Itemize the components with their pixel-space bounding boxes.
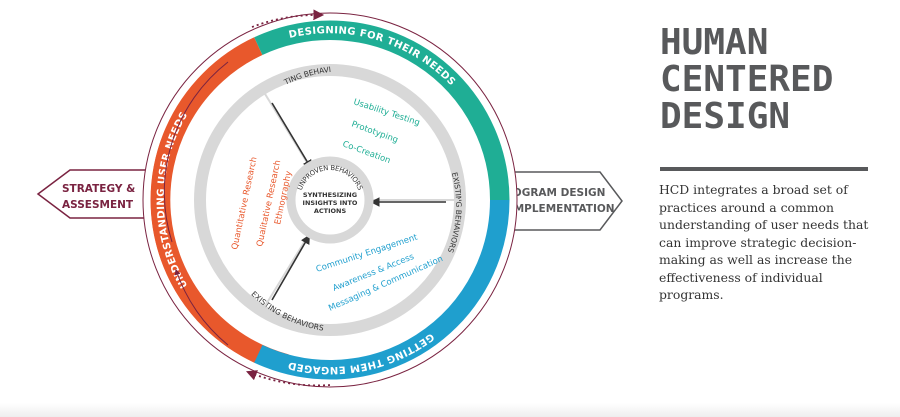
ring-arc-designing [253,19,510,201]
title-divider [660,167,868,171]
center-line-3: ACTIONS [314,207,347,215]
center-line-1: SYNTHESIZING [303,191,357,199]
colored-ring [150,19,510,381]
title-block: HUMAN CENTERED DESIGN [660,24,875,135]
feedback-dotted-bottom [245,370,331,387]
center-ring [286,156,374,244]
description-text: HCD integrates a broad set of practices … [659,182,869,302]
title-line-2: CENTERED [660,59,834,100]
ring-arc-understanding [150,36,289,374]
ring-arc-engaged [253,199,510,381]
center-line-2: INSIGHTS INTO [303,199,358,207]
left-label-line2: ASSESMENT [62,199,134,211]
feedback-arc-left [163,61,229,243]
feedback-arc-left-bottom [174,268,229,346]
right-callout: PROGRAM DESIGN & IMPLEMENTATION [487,171,623,231]
title-line-3: DESIGN [660,96,791,137]
bottom-fade [0,403,900,417]
right-label-line1: PROGRAM DESIGN [497,187,605,199]
left-label-line1: STRATEGY & [62,183,135,195]
feedback-arrows [163,9,331,387]
left-callout: STRATEGY & ASSESMENT [36,169,175,219]
title-line-1: HUMAN [660,22,769,63]
arrows-to-center [271,102,446,301]
right-label-line2: & IMPLEMENTATION [497,203,615,215]
hcd-diagram: STRATEGY & ASSESMENT PROGRAM DESIGN & IM… [0,0,623,388]
feedback-dotted-top [251,9,325,28]
